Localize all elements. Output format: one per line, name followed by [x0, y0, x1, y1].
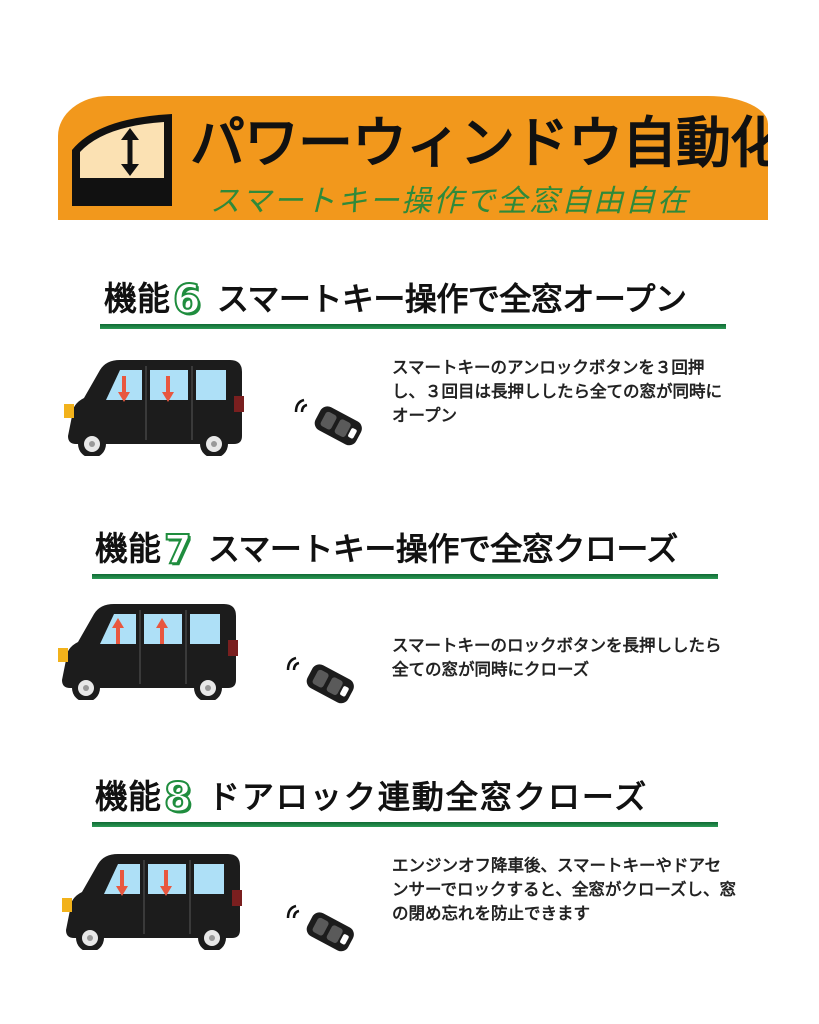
van-arrows-up-icon — [58, 604, 238, 700]
feature-number: 6 — [172, 277, 202, 323]
feature-label: 機能 — [104, 279, 170, 318]
feature-label: 機能 — [95, 777, 161, 816]
feature-number: 7 — [163, 527, 193, 573]
smart-key-remote-icon — [294, 398, 362, 446]
heading-underline — [92, 574, 718, 579]
feature-description: スマートキーのロックボタンを長押ししたら全ての窓が同時にクローズ — [392, 636, 722, 679]
feature-7-section: 機能 7 スマートキー操作で全窓クローズ スマートキーのロックボタンを長押しした… — [0, 522, 819, 752]
feature-label: 機能 — [95, 529, 161, 568]
heading-underline — [92, 822, 718, 827]
feature-description: エンジンオフ降車後、スマートキーやドアセンサーでロックすると、全窓がクローズし、… — [392, 856, 737, 923]
feature-6-section: 機能 6 スマートキー操作で全窓オープン スマートキーのアンロックボタンを３回押… — [0, 272, 819, 502]
feature-7-heading: 機能 7 スマートキー操作で全窓クローズ — [95, 522, 678, 573]
van-arrows-down-icon — [64, 360, 244, 456]
banner-subtitle: スマートキー操作で全窓自由自在 — [210, 184, 690, 219]
feature-description: スマートキーのアンロックボタンを３回押し、３回目は長押ししたら全ての窓が同時にオ… — [392, 358, 722, 425]
feature-6-heading: 機能 6 スマートキー操作で全窓オープン — [104, 272, 687, 323]
feature-title: スマートキー操作で全窓クローズ — [207, 530, 678, 568]
feature-8-heading: 機能 8 ドアロック連動全窓クローズ — [95, 770, 649, 821]
feature-8-section: 機能 8 ドアロック連動全窓クローズ エンジンオフ降車後、スマートキーやドアセン… — [0, 770, 819, 1000]
feature-number: 8 — [163, 775, 193, 821]
smart-key-remote-icon — [286, 656, 354, 704]
header-banner: パワーウィンドウ自動化 スマートキー操作で全窓自由自在 — [58, 96, 768, 220]
banner-title: パワーウィンドウ自動化 — [190, 111, 768, 175]
window-up-down-icon — [68, 110, 178, 214]
smart-key-remote-icon — [286, 904, 354, 952]
feature-title: ドアロック連動全窓クローズ — [207, 778, 649, 816]
feature-title: スマートキー操作で全窓オープン — [216, 280, 687, 318]
van-arrows-down-icon — [62, 854, 242, 950]
heading-underline — [100, 324, 726, 329]
